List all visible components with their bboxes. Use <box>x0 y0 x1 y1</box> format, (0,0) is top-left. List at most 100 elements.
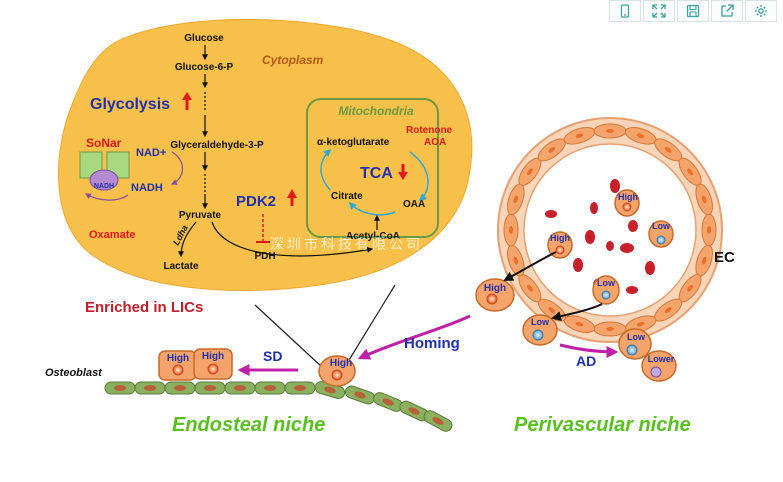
tca-cycle-arrow-bottom <box>348 201 396 216</box>
akg-label: α-ketoglutarate <box>317 137 390 148</box>
osteoblast-nucleus <box>382 398 394 406</box>
homing-label: Homing <box>404 335 460 352</box>
glycolysis-up-arrow-icon <box>182 92 192 110</box>
mitochondria-compartment <box>306 98 439 238</box>
save-icon <box>686 4 700 18</box>
sonar-sensor-icon <box>79 151 130 191</box>
endothelial-nucleus <box>636 133 645 139</box>
tca-label: TCA <box>360 165 393 182</box>
lactate-label: Lactate <box>163 261 198 272</box>
sonar-nadh-small-label: NADH <box>94 183 114 190</box>
red-blood-cell <box>620 243 634 253</box>
ec-label: EC <box>714 249 735 266</box>
perivascular-niche-label: Perivascular niche <box>514 414 691 436</box>
endothelial-nucleus <box>687 284 693 292</box>
endothelial-nucleus <box>513 256 519 265</box>
cell-high-text: High <box>484 283 506 294</box>
enriched-label: Enriched in LICs <box>85 299 203 316</box>
expand-icon <box>652 4 666 18</box>
sonar-label: SoNar <box>86 136 122 150</box>
osteoblast-nucleus <box>432 417 444 425</box>
pdh-label: PDH <box>254 251 275 262</box>
share-icon <box>721 4 734 17</box>
red-blood-cell <box>610 179 620 193</box>
nad-plus-label: NAD+ <box>136 147 166 159</box>
endothelial-nucleus <box>548 147 556 153</box>
cell-low-text: Low <box>531 317 550 327</box>
tca-cycle-arrow-left <box>320 148 332 191</box>
red-blood-cell <box>626 286 638 294</box>
glucose6p-label: Glucose-6-P <box>175 62 234 73</box>
blood-vessel <box>497 117 723 343</box>
red-blood-cell <box>573 258 583 272</box>
cell-low-text: Low <box>627 332 646 342</box>
cell-high-vessel-left: High <box>547 231 573 259</box>
endothelial-nucleus <box>606 129 614 133</box>
cell-low-text: Low <box>597 278 616 288</box>
endothelial-nucleus <box>687 168 693 176</box>
osteoblast-nucleus <box>324 386 336 394</box>
nadh-label: NADH <box>131 182 163 194</box>
save-button[interactable] <box>677 0 709 22</box>
pdk2-up-arrow-icon <box>287 189 297 206</box>
mobile-icon <box>620 4 630 18</box>
cell-high-text: High <box>202 351 224 362</box>
osteoblast-nucleus <box>294 385 306 391</box>
osteoblast-nucleus <box>354 391 366 399</box>
osteoblast-nucleus <box>204 385 216 391</box>
mitochondria-label: Mitochondria <box>338 104 414 118</box>
gear-icon <box>755 5 767 17</box>
cell-low-vessel-bottom: Low <box>592 275 620 305</box>
cell-low-text: Low <box>652 221 671 231</box>
nadh-to-sonar-arrow <box>84 193 129 201</box>
cell-lower-ad: Lower <box>641 350 677 382</box>
red-blood-cell <box>590 202 598 214</box>
red-blood-cell <box>545 210 557 218</box>
red-blood-cell <box>585 230 595 244</box>
cell-low-vessel-right: Low <box>648 220 674 248</box>
glucose-label: Glucose <box>184 33 224 44</box>
endothelial-nucleus <box>527 168 533 176</box>
rotenone-label: Rotenone <box>406 125 453 136</box>
image-toolbar <box>609 0 777 22</box>
cell-high-center: High <box>318 355 356 387</box>
zoom-line-left <box>254 304 324 369</box>
cell-high-leaving-vessel: High <box>475 278 515 312</box>
osteoblast-label: Osteoblast <box>45 367 103 379</box>
cytoplasm-region <box>58 18 473 291</box>
zoom-line-right <box>345 284 396 366</box>
watermark-text: 深圳市科技有限公司 <box>270 236 423 252</box>
oaa-label: OAA <box>403 199 425 210</box>
cytoplasm-label: Cytoplasm <box>262 53 324 67</box>
cell-high-vessel-top: High <box>614 189 640 217</box>
cell-high-text: High <box>618 192 638 202</box>
endothelial-nucleus <box>606 327 614 331</box>
cell-high-text: High <box>330 358 352 369</box>
cell-lower-text: Lower <box>648 354 675 364</box>
mobile-view-button[interactable] <box>609 0 641 22</box>
osteoblast-nucleus <box>114 385 126 391</box>
settings-button[interactable] <box>745 0 777 22</box>
cell-high-text: High <box>167 353 189 364</box>
osteoblast-nucleus <box>174 385 186 391</box>
fullscreen-button[interactable] <box>643 0 675 22</box>
sd-label: SD <box>263 348 282 364</box>
arrow-low-exit-vessel <box>551 303 603 322</box>
cell-high-osteo-1: High <box>158 350 197 381</box>
osteoblast-nucleus <box>144 385 156 391</box>
share-button[interactable] <box>711 0 743 22</box>
arrow-pyruvate-to-acetylcoa <box>211 221 374 257</box>
endothelial-nucleus <box>701 256 707 265</box>
endothelial-nucleus <box>509 226 513 234</box>
endothelial-nucleus <box>664 147 672 153</box>
red-blood-cell <box>628 220 638 232</box>
arrow-pyruvate-to-lactate <box>178 221 197 258</box>
glycolysis-label: Glycolysis <box>90 96 170 113</box>
osteoblast-nucleus <box>408 407 420 415</box>
pyruvate-label: Pyruvate <box>179 210 222 221</box>
osteoblast-layer <box>104 381 453 432</box>
endosteal-niche-label: Endosteal niche <box>172 414 325 436</box>
g3p-label: Glyceraldehyde-3-P <box>170 140 264 151</box>
